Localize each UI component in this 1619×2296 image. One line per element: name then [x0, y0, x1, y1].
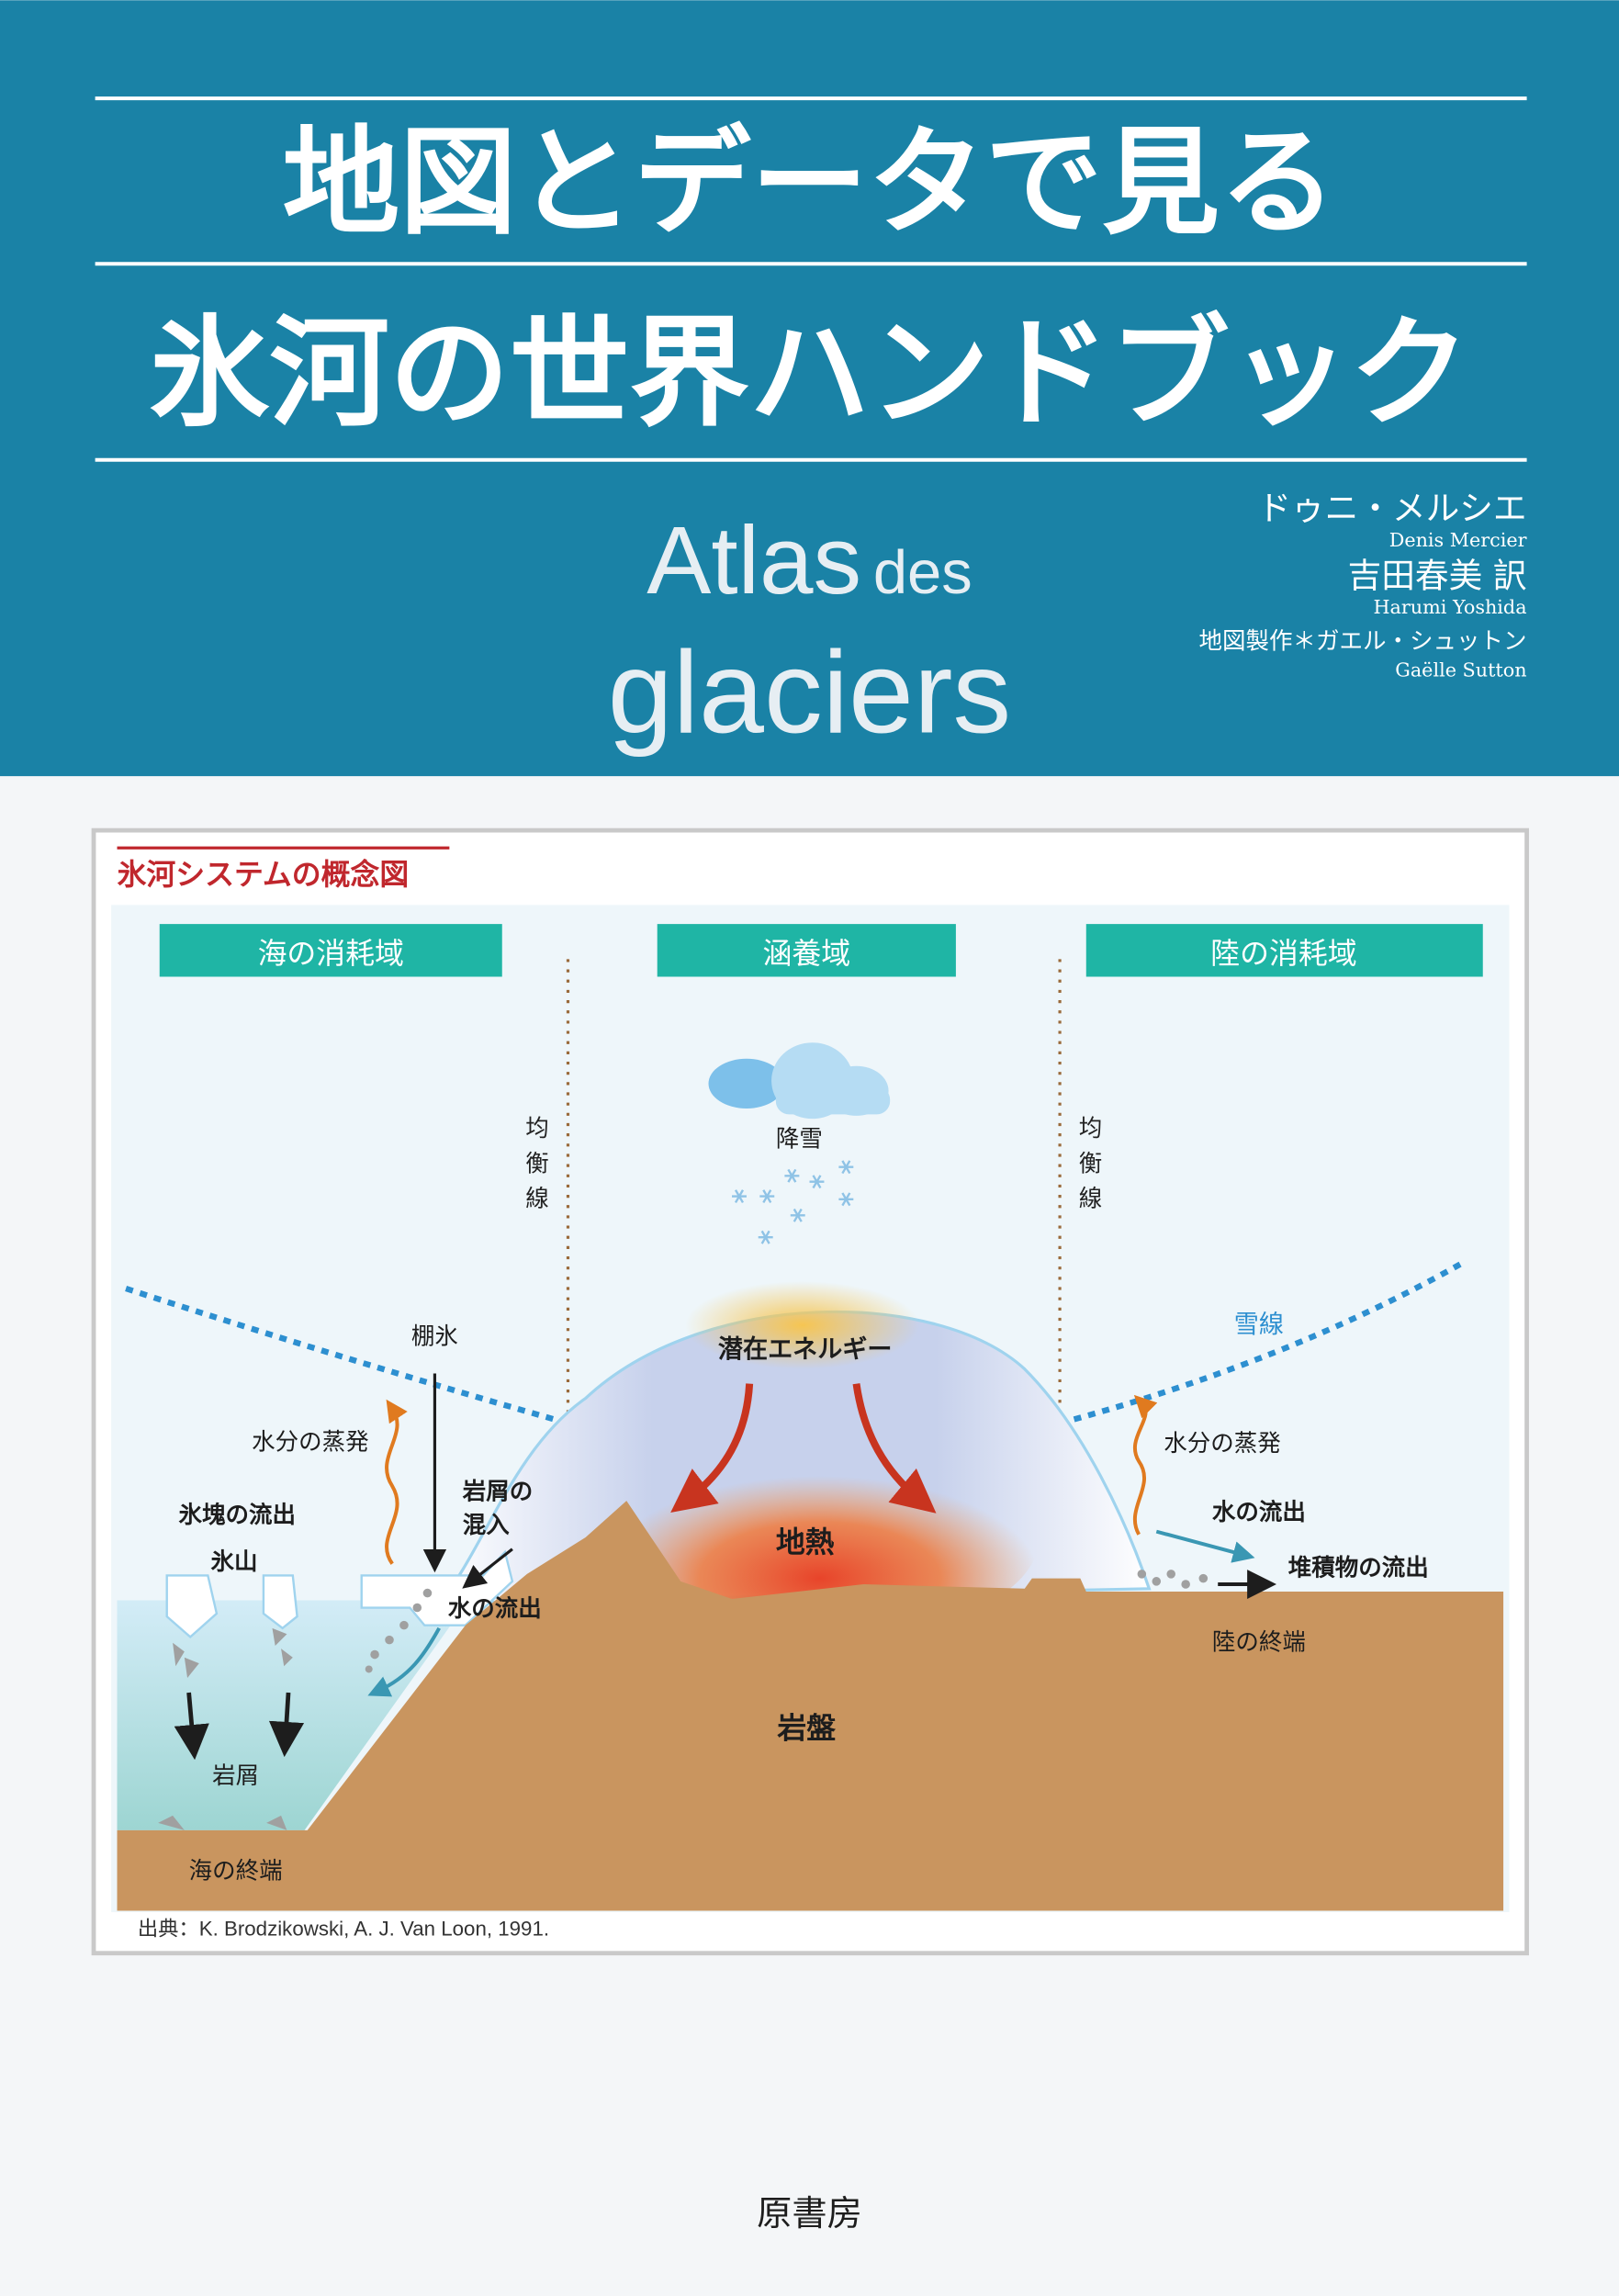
equilibrium-label: 線 — [525, 1186, 549, 1213]
label-geothermal: 地熱 — [776, 1525, 835, 1559]
cloud-icon — [708, 1042, 891, 1120]
subtitle-atlas-word: Atlas — [646, 507, 861, 614]
label-ice-shelf: 棚氷 — [411, 1323, 458, 1351]
zone-label: 涵養域 — [762, 936, 850, 971]
equilibrium-label: 均 — [525, 1115, 549, 1142]
label-debris: 岩屑 — [212, 1762, 259, 1790]
arrow-debris-fall — [268, 1692, 305, 1758]
arrow-water-outflow — [367, 1626, 441, 1697]
iceberg — [262, 1574, 298, 1630]
subtitle-glaciers: glaciers — [608, 627, 1011, 758]
author-ja: ドゥニ・メルシエ — [1257, 489, 1526, 528]
equilibrium-label: 衡 — [525, 1151, 549, 1178]
equilibrium-label: 線 — [1079, 1186, 1103, 1213]
source-citation: 出典：K. Brodzikowski, A. J. Van Loon, 1991… — [138, 1918, 549, 1941]
cartographer-ja: 地図製作＊ガエル・シュットン — [1199, 627, 1527, 655]
author-en: Denis Mercier — [1389, 529, 1527, 551]
subtitle-des-word: des — [873, 538, 973, 607]
publisher: 原書房 — [757, 2193, 862, 2234]
zone-accumulation — [657, 924, 956, 977]
header-band — [0, 0, 1619, 777]
title-line-1: 地図とデータで見る — [283, 116, 1337, 252]
snow-line — [125, 1285, 569, 1426]
arrow-water-outflow — [1155, 1529, 1255, 1563]
label-ice-outflow: 氷塊の流出 — [178, 1502, 296, 1529]
arrow-debris-fall — [174, 1692, 209, 1761]
zone-land-ablation — [1085, 924, 1483, 977]
label-water-outflow: 水の流出 — [448, 1595, 542, 1623]
label-sediment-outflow: 堆積物の流出 — [1288, 1554, 1429, 1581]
label-sea-terminus: 海の終端 — [189, 1857, 283, 1885]
arrow-potential-energy — [852, 1383, 937, 1514]
label-land-terminus: 陸の終端 — [1212, 1629, 1306, 1657]
rock-debris — [158, 1570, 1209, 1830]
label-water-outflow: 水の流出 — [1212, 1499, 1306, 1526]
zone-label: 海の消耗域 — [258, 936, 404, 971]
label-evaporation: 水分の蒸発 — [1164, 1430, 1281, 1458]
label-potential-energy: 潜在エネルギー — [718, 1335, 893, 1364]
equilibrium-label: 均 — [1079, 1115, 1103, 1142]
arrow-potential-energy — [670, 1383, 754, 1514]
zone-sea-ablation — [159, 924, 502, 977]
potential-energy-glow — [685, 1281, 920, 1369]
translator-en: Harumi Yoshida — [1373, 596, 1526, 618]
label-debris-mix: 岩屑の — [462, 1479, 534, 1506]
label-bedrock: 岩盤 — [777, 1710, 836, 1745]
label-iceberg: 氷山 — [211, 1548, 258, 1576]
equilibrium-label: 衡 — [1079, 1151, 1103, 1178]
label-snowfall: 降雪 — [776, 1125, 823, 1153]
label-evaporation: 水分の蒸発 — [252, 1428, 369, 1456]
iceberg — [165, 1574, 219, 1639]
label-debris-mix: 混入 — [463, 1512, 511, 1539]
title-line-2: 氷河の世界ハンドブック — [150, 303, 1470, 443]
arrow-evaporation — [1132, 1394, 1158, 1536]
translator-ja: 吉田春美 訳 — [1348, 556, 1527, 595]
diagram-title: 氷河システムの概念図 — [118, 857, 410, 892]
zone-label: 陸の消耗域 — [1210, 936, 1356, 971]
cartographer-en: Gaëlle Sutton — [1395, 659, 1526, 681]
sea — [117, 1600, 469, 1830]
arrow-debris-mix — [462, 1548, 513, 1589]
snow-line — [1059, 1259, 1466, 1426]
arrow-evaporation — [385, 1399, 408, 1565]
label-snow-line: 雪線 — [1234, 1311, 1284, 1339]
bedrock — [117, 1501, 1504, 1911]
